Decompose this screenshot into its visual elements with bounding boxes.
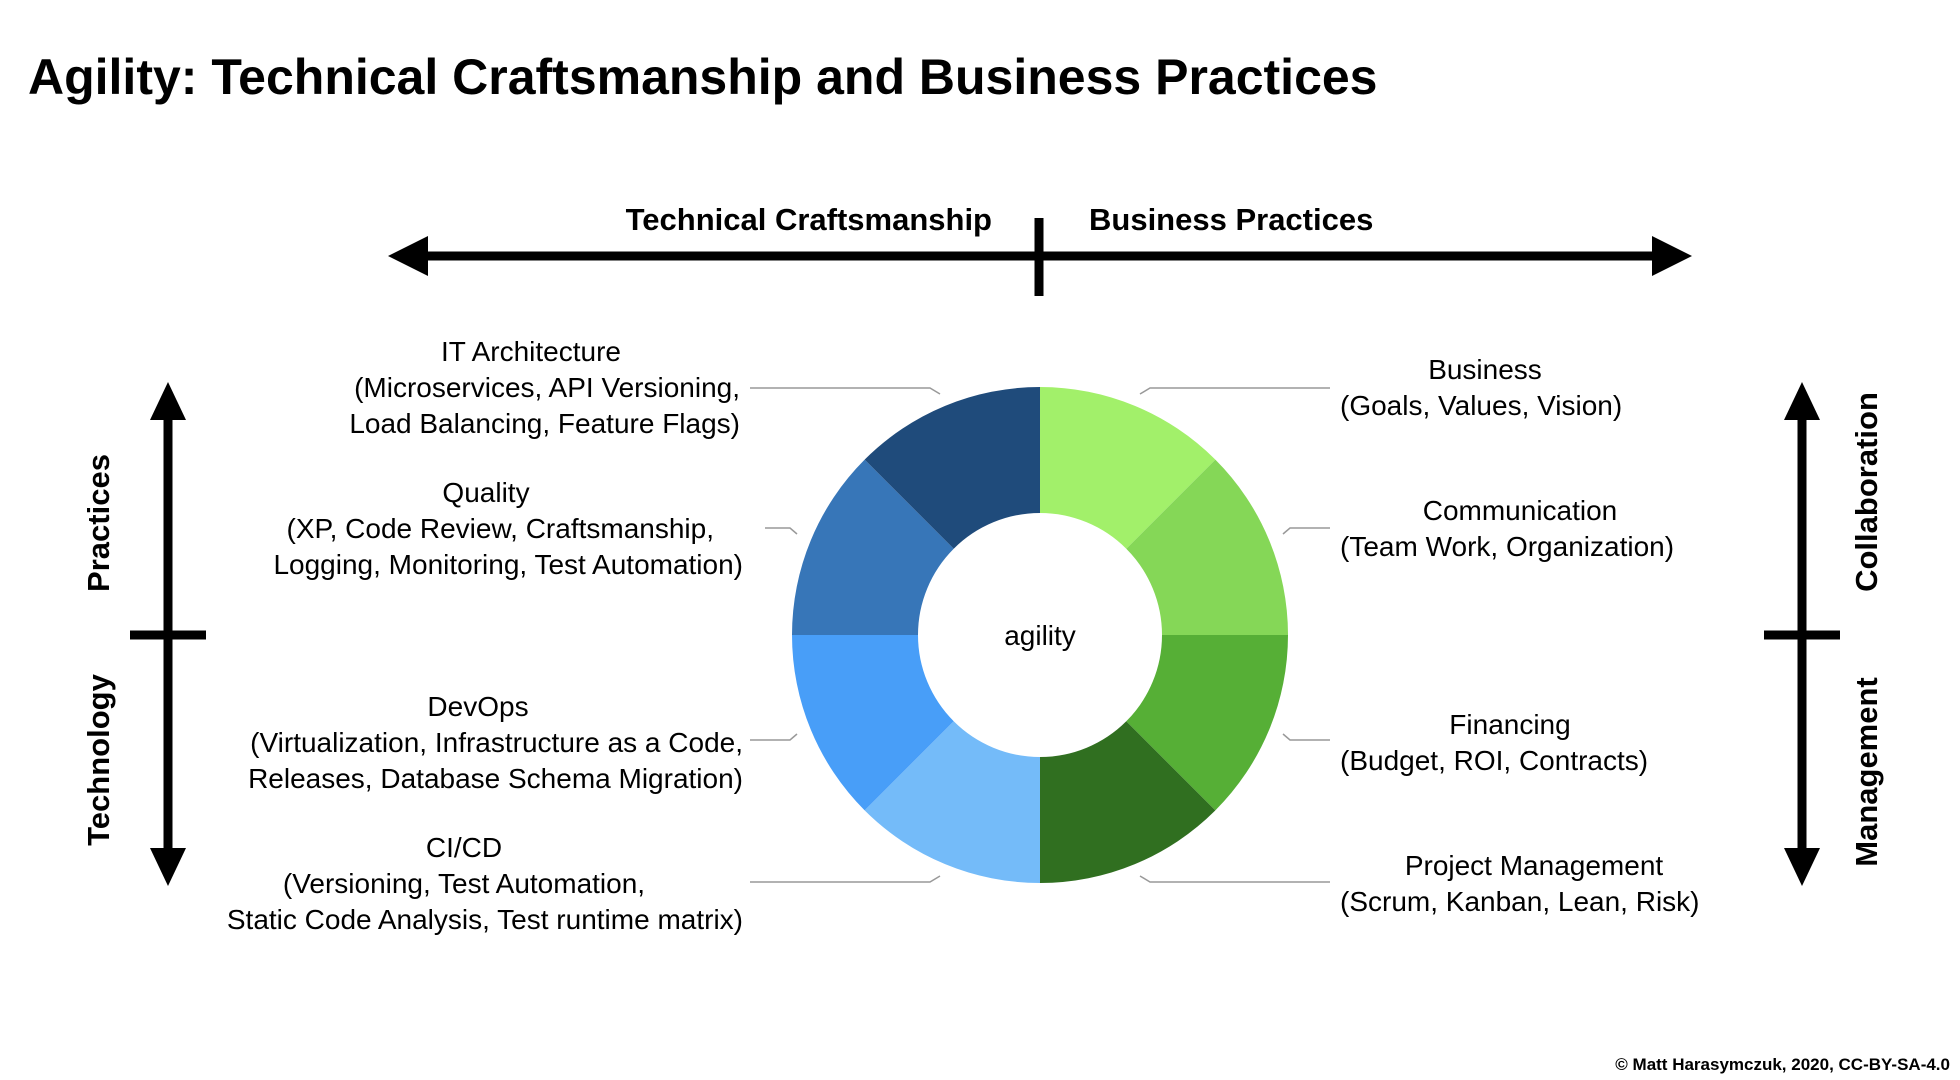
management-label: Management (1849, 677, 1884, 866)
leader-line-it-architecture (750, 387, 941, 395)
left-arrowhead-icon (388, 236, 428, 276)
left-segment-labels: IT Architecture (Microservices, API Vers… (227, 336, 743, 935)
devops-detail-line-2: Releases, Database Schema Migration) (248, 763, 743, 794)
donut-segment-financing (1126, 635, 1288, 811)
practices-label: Practices (81, 454, 116, 592)
ci-cd-detail-line-1: (Versioning, Test Automation, (283, 868, 645, 899)
left-axis-down-arrow-icon (150, 848, 186, 886)
right-arrowhead-icon (1652, 236, 1692, 276)
ci-cd-name: CI/CD (426, 832, 502, 863)
communication-detail: (Team Work, Organization) (1340, 531, 1674, 562)
it-architecture-name: IT Architecture (441, 336, 621, 367)
diagram-title: Agility: Technical Craftsmanship and Bus… (28, 49, 1378, 105)
quality-detail-line-1: (XP, Code Review, Craftsmanship, (287, 513, 714, 544)
segment-label-ci-cd: CI/CD (Versioning, Test Automation, Stat… (227, 832, 743, 935)
quality-name: Quality (442, 477, 529, 508)
right-axis-up-arrow-icon (1784, 382, 1820, 420)
donut-segment-business (1040, 387, 1216, 549)
project-management-name: Project Management (1405, 850, 1664, 881)
horizontal-axis: Technical Craftsmanship Business Practic… (388, 202, 1692, 296)
leader-line-business (1139, 387, 1330, 395)
segment-label-it-architecture: IT Architecture (Microservices, API Vers… (349, 336, 740, 439)
business-name: Business (1428, 354, 1542, 385)
donut-segment-devops (792, 635, 954, 811)
left-vertical-axis: Practices Technology (81, 382, 206, 886)
business-practices-label: Business Practices (1089, 202, 1373, 237)
financing-name: Financing (1449, 709, 1570, 740)
technical-craftsmanship-label: Technical Craftsmanship (626, 202, 992, 237)
it-architecture-detail-line-2: Load Balancing, Feature Flags) (349, 408, 740, 439)
donut-segment-it-architecture (864, 387, 1040, 549)
technology-label: Technology (81, 673, 116, 845)
quality-detail-line-2: Logging, Monitoring, Test Automation) (273, 549, 743, 580)
leader-line-project-management (1139, 875, 1330, 883)
devops-detail-line-1: (Virtualization, Infrastructure as a Cod… (250, 727, 743, 758)
segment-label-business: Business (Goals, Values, Vision) (1340, 354, 1622, 421)
right-vertical-axis: Collaboration Management (1764, 382, 1884, 886)
leader-line-ci-cd (750, 875, 941, 883)
copyright-credit: © Matt Harasymczuk, 2020, CC-BY-SA-4.0 (1615, 1055, 1950, 1074)
financing-detail: (Budget, ROI, Contracts) (1340, 745, 1648, 776)
segment-label-devops: DevOps (Virtualization, Infrastructure a… (248, 691, 743, 794)
donut-segment-ci-cd (864, 721, 1040, 883)
center-agility-label: agility (1004, 620, 1076, 651)
devops-name: DevOps (427, 691, 528, 722)
collaboration-label: Collaboration (1849, 392, 1884, 592)
segment-label-quality: Quality (XP, Code Review, Craftsmanship,… (273, 477, 743, 580)
it-architecture-detail-line-1: (Microservices, API Versioning, (354, 372, 740, 403)
leader-lines (750, 387, 1330, 883)
leader-line-devops (750, 733, 798, 741)
communication-name: Communication (1423, 495, 1618, 526)
donut-segment-quality (792, 459, 954, 635)
business-detail: (Goals, Values, Vision) (1340, 390, 1622, 421)
ci-cd-detail-line-2: Static Code Analysis, Test runtime matri… (227, 904, 743, 935)
left-axis-up-arrow-icon (150, 382, 186, 420)
agility-donut (792, 387, 1288, 883)
segment-label-project-management: Project Management (Scrum, Kanban, Lean,… (1340, 850, 1700, 917)
project-management-detail: (Scrum, Kanban, Lean, Risk) (1340, 886, 1700, 917)
leader-line-communication (1282, 527, 1330, 535)
right-axis-down-arrow-icon (1784, 848, 1820, 886)
right-segment-labels: Business (Goals, Values, Vision) Communi… (1340, 354, 1700, 917)
donut-segment-communication (1126, 459, 1288, 635)
donut-segment-project-management (1040, 721, 1216, 883)
leader-line-quality (765, 527, 798, 535)
segment-label-communication: Communication (Team Work, Organization) (1340, 495, 1674, 562)
leader-line-financing (1282, 733, 1330, 741)
segment-label-financing: Financing (Budget, ROI, Contracts) (1340, 709, 1648, 776)
